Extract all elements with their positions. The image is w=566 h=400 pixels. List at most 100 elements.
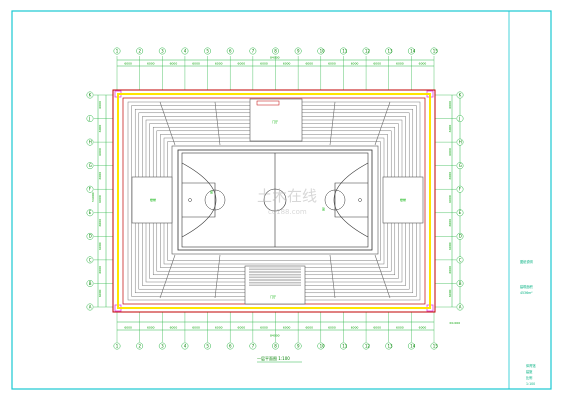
aisle-divider	[159, 101, 176, 146]
axis-bubble-right	[456, 138, 464, 146]
dim-text-top: 6000	[305, 62, 313, 66]
aisle-divider	[214, 101, 221, 146]
axis-label-left: H	[89, 140, 92, 145]
axis-bubble-right	[456, 91, 464, 99]
axis-bubble-left	[86, 138, 94, 146]
axis-bubble-top	[294, 47, 302, 55]
outer-wall-red	[112, 89, 436, 313]
aisle-divider	[374, 254, 391, 299]
dim-text-left: 6000	[98, 242, 102, 250]
footer-2: 建施	[526, 369, 533, 374]
axis-label-right: G	[459, 163, 462, 168]
dim-text-top: 6000	[373, 62, 381, 66]
axis-label-top: 3	[161, 49, 164, 54]
dim-text-right: 6000	[448, 195, 452, 203]
dim-text-top: 6000	[283, 62, 291, 66]
side-note-line1: 建筑面积	[520, 284, 534, 289]
entrance-bottom-label: 门厅	[270, 294, 276, 299]
axis-label-bottom: 13	[388, 344, 394, 349]
axis-label-right: F	[459, 187, 462, 192]
watermark-url: co188.com	[268, 208, 307, 216]
axis-bubble-left	[86, 185, 94, 193]
dim-text-bottom: 6000	[396, 326, 404, 330]
axis-label-bottom: 15	[433, 344, 439, 349]
axis-bubble-top	[158, 47, 166, 55]
aisle-divider	[214, 254, 221, 299]
axis-bubble-bottom	[249, 342, 257, 350]
axis-bubble-right	[456, 256, 464, 264]
axis-label-bottom: 8	[274, 344, 277, 349]
axis-bubble-left	[86, 162, 94, 170]
dim-text-right: 6000	[448, 125, 452, 133]
axis-label-top: 8	[274, 49, 277, 54]
axis-bubble-bottom	[294, 342, 302, 350]
entrance-top: 门厅	[249, 98, 303, 142]
axis-bubble-right	[456, 185, 464, 193]
axis-label-bottom: 9	[297, 344, 300, 349]
dim-text-bottom: 6000	[260, 326, 268, 330]
drawing-frame	[11, 10, 552, 390]
axis-label-bottom: 11	[342, 344, 348, 349]
axis-label-top: 14	[410, 49, 416, 54]
axis-bubble-top	[226, 47, 234, 55]
dim-text-left: 6000	[98, 101, 102, 109]
axis-bubble-right	[456, 279, 464, 287]
dim-text-bottom: 6000	[283, 326, 291, 330]
dim-text-right: 6000	[448, 289, 452, 297]
entrance-bottom: 门厅	[244, 265, 306, 305]
axis-label-left: F	[89, 187, 92, 192]
dim-text-right: 6000	[448, 172, 452, 180]
dim-text-left: 6000	[98, 266, 102, 274]
dim-text-bottom: 6000	[419, 326, 427, 330]
axis-label-bottom: 5	[206, 344, 209, 349]
axis-label-bottom: 6	[229, 344, 232, 349]
dim-text-left: 6000	[98, 172, 102, 180]
dim-text-bottom: 6000	[351, 326, 359, 330]
dim-text-left: 6000	[98, 195, 102, 203]
axis-label-top: 6	[229, 49, 232, 54]
axis-label-bottom: 2	[138, 344, 141, 349]
dim-text-bottom: 6000	[147, 326, 155, 330]
dim-text-top: 6000	[147, 62, 155, 66]
axis-label-bottom: 7	[252, 344, 255, 349]
dim-text-top: 6000	[419, 62, 427, 66]
axis-bubble-top	[249, 47, 257, 55]
axis-label-right: H	[459, 140, 462, 145]
axis-bubble-right	[456, 209, 464, 217]
axis-label-left: E	[89, 210, 92, 215]
dim-text-right: 6000	[448, 266, 452, 274]
axis-label-right: K	[459, 92, 462, 97]
axis-bubble-bottom	[407, 342, 415, 350]
dim-text-bottom: 6000	[170, 326, 178, 330]
side-note-line2: 4536m²	[520, 291, 533, 295]
dim-text-left: 6000	[98, 289, 102, 297]
axis-bubble-bottom	[226, 342, 234, 350]
axis-label-right: B	[459, 281, 462, 286]
axis-label-top: 15	[433, 49, 439, 54]
axis-bubble-left	[86, 303, 94, 311]
axis-bubble-left	[86, 91, 94, 99]
footer-4: 1:100	[526, 382, 535, 386]
axis-label-right: A	[459, 304, 462, 309]
axis-bubble-top	[272, 47, 279, 55]
axis-bubble-top	[339, 47, 347, 55]
dim-total-bottom: 84000	[270, 334, 280, 338]
dim-text-left: 6000	[98, 125, 102, 133]
axis-bubble-top	[430, 47, 438, 55]
dim-text-bottom: 6000	[305, 326, 313, 330]
axis-bubble-bottom	[136, 342, 144, 350]
stair-right: 楼梯	[382, 176, 424, 224]
dim-text-right: 6000	[448, 148, 452, 156]
axis-label-top: 11	[342, 49, 348, 54]
axis-bubble-bottom	[113, 342, 121, 350]
aisle-divider	[374, 101, 391, 146]
aisle-divider	[329, 101, 336, 146]
axis-bubble-top	[136, 47, 144, 55]
axis-label-top: 10	[320, 49, 326, 54]
dim-text-right: 6000	[448, 219, 452, 227]
axis-bubble-bottom	[272, 342, 279, 350]
axis-bubble-bottom	[158, 342, 166, 350]
axis-label-left: K	[89, 92, 92, 97]
axis-bubble-bottom	[204, 342, 212, 350]
dim-text-top: 6000	[192, 62, 200, 66]
